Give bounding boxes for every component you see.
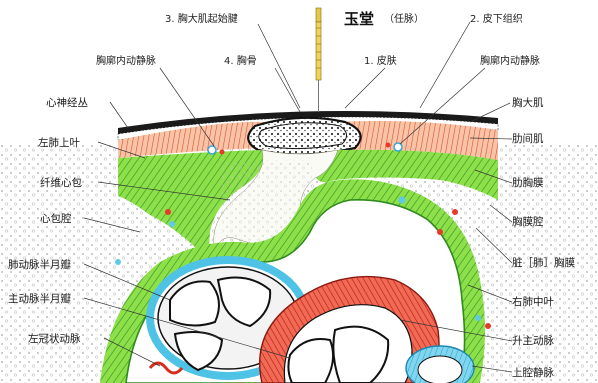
needle-handle xyxy=(316,22,321,80)
label-left-1: 左肺上叶 xyxy=(38,136,80,149)
label-right-0: 胸大肌 xyxy=(512,96,544,109)
lung-vessel-5 xyxy=(437,229,443,235)
label-right-3: 胸膜腔 xyxy=(512,215,544,228)
lung-vessel-3 xyxy=(452,209,458,215)
label-left-0: 心神经丛 xyxy=(46,96,88,109)
label-right-6: 升主动脉 xyxy=(512,334,554,347)
lung-vessel-7 xyxy=(475,315,481,321)
label-left-3: 心包腔 xyxy=(40,212,72,225)
lung-vessel-4 xyxy=(399,197,406,204)
label-pectoralis-origin: 3. 胸大肌起始腱 xyxy=(165,12,238,25)
int-thoracic-artery-left xyxy=(220,150,225,155)
int-thoracic-vessel-right xyxy=(394,143,402,151)
label-right-7: 上腔静脉 xyxy=(512,366,554,379)
label-right-2: 肋胸膜 xyxy=(512,176,544,189)
label-int-thoracic-left: 胸廓内动静脉 xyxy=(96,54,156,67)
label-right-5: 右肺中叶 xyxy=(512,295,554,308)
label-left-6: 左冠状动脉 xyxy=(28,332,81,345)
label-skin: 1. 皮肤 xyxy=(364,54,397,67)
int-thoracic-artery-right xyxy=(386,143,391,148)
label-left-4: 肺动脉半月瓣 xyxy=(8,258,71,271)
lung-vessel-6 xyxy=(485,323,491,329)
acupoint-name: 玉堂 xyxy=(344,10,374,28)
lung-vessel-8 xyxy=(115,259,121,265)
label-right-1: 肋间肌 xyxy=(512,132,544,145)
lung-vessel-2 xyxy=(169,221,175,227)
label-left-2: 纤维心包 xyxy=(40,176,82,189)
label-sternum: 4. 胸骨 xyxy=(224,54,257,67)
int-thoracic-vessel-left xyxy=(208,146,216,154)
label-subcutaneous: 2. 皮下组织 xyxy=(470,12,523,25)
svc-lumen xyxy=(418,356,462,383)
label-left-5: 主动脉半月瓣 xyxy=(8,292,71,305)
label-right-4: 脏［肺］胸膜 xyxy=(512,256,575,269)
lung-vessel-1 xyxy=(165,209,171,215)
acupoint-meridian: （任脉） xyxy=(384,12,424,25)
label-int-thoracic-right: 胸廓内动静脉 xyxy=(480,54,540,67)
needle-handle-top xyxy=(316,8,321,22)
